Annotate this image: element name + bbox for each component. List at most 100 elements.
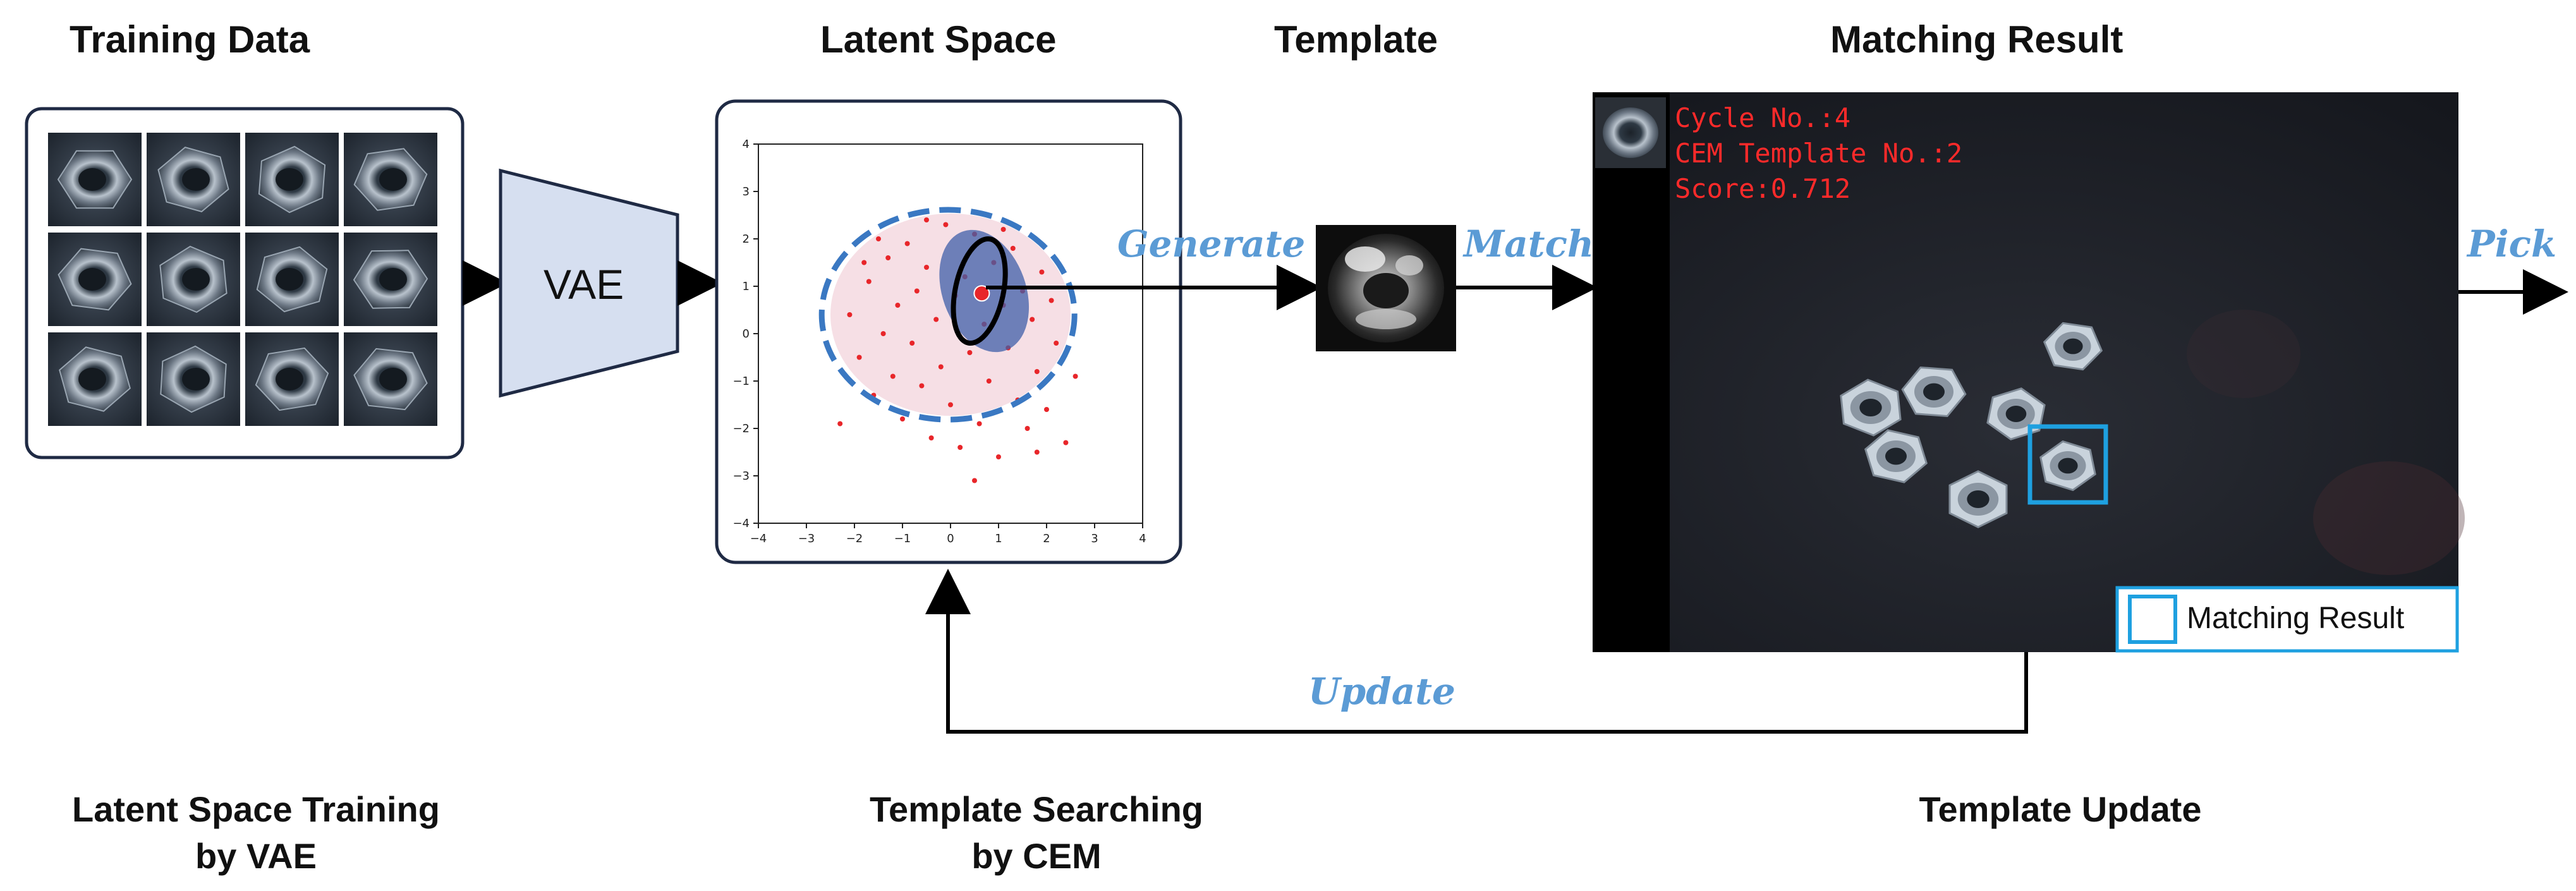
y-tick-label: 0 [743, 327, 750, 341]
x-tick-label: −2 [846, 532, 863, 545]
scatter-point [972, 478, 977, 483]
scatter-point [928, 435, 934, 440]
y-tick-label: 3 [743, 185, 750, 198]
x-tick-label: 0 [947, 532, 954, 545]
x-tick-label: 3 [1091, 532, 1098, 545]
caption-latent-training-line1: Latent Space Training [72, 789, 440, 829]
overlay-cem-template: CEM Template No.:2 [1675, 138, 1963, 169]
scatter-point [1063, 440, 1069, 446]
scene-nut [1901, 366, 1967, 418]
training-thumbnail [245, 133, 339, 226]
cem-dashed-boundary [818, 207, 1078, 423]
scatter-point [1044, 407, 1049, 412]
cem-selected-ellipse [951, 236, 1008, 346]
title-template: Template [1274, 18, 1438, 61]
scene-nut [1948, 470, 2008, 528]
scatter-point [914, 288, 920, 294]
cem-mean-point [973, 285, 990, 302]
scatter-point [1000, 227, 1006, 232]
training-thumbnail [147, 233, 240, 326]
y-tick-label: 2 [743, 233, 750, 246]
scatter-point [1034, 369, 1040, 374]
scatter-point [948, 402, 953, 408]
scatter-point [876, 236, 881, 241]
scatter-point [1054, 341, 1059, 346]
training-thumbnail [147, 332, 240, 426]
scene-nut [1840, 379, 1902, 437]
scatter-point [996, 454, 1001, 459]
x-tick-label: −3 [798, 532, 815, 545]
training-thumbnail-grid [48, 133, 437, 426]
vae-label: VAE [544, 261, 624, 308]
y-tick-label: −3 [732, 470, 750, 483]
scatter-point [1024, 426, 1030, 431]
scatter-point [924, 217, 929, 222]
y-tick-label: 4 [743, 138, 750, 151]
x-tick-label: 2 [1043, 532, 1050, 545]
training-thumbnail [48, 133, 142, 226]
scatter-point [1010, 246, 1016, 251]
training-thumbnail [48, 233, 142, 326]
y-tick-label: −1 [732, 375, 750, 388]
training-thumbnail [245, 332, 339, 426]
scatter-point [847, 312, 853, 317]
training-thumbnail [344, 332, 437, 426]
x-tick-label: 4 [1139, 532, 1146, 545]
match-bounding-box [2027, 424, 2108, 505]
label-update: Update [1308, 670, 1455, 713]
caption-latent-training: Latent Space Training by VAE [25, 786, 487, 880]
training-thumbnail [344, 133, 437, 226]
caption-template-searching-line2: by CEM [971, 836, 1102, 876]
scatter-point [976, 421, 982, 427]
matching-result-image [1593, 92, 2465, 653]
scatter-point [1039, 269, 1045, 275]
arrow-update [925, 569, 2028, 734]
scatter-point [861, 260, 867, 265]
scatter-point [1048, 298, 1054, 303]
y-tick-label: 1 [743, 280, 750, 293]
scatter-point [967, 350, 973, 355]
caption-template-update: Template Update [1919, 789, 2202, 829]
legend-label: Matching Result [2187, 602, 2405, 635]
label-generate: Generate [1117, 222, 1306, 265]
scene-nut [1864, 429, 1928, 483]
scatter-point [938, 364, 944, 370]
x-tick-label: 1 [995, 532, 1002, 545]
title-training-data: Training Data [70, 18, 310, 61]
training-thumbnail [48, 332, 142, 426]
scatter-point [895, 303, 901, 308]
training-thumbnail [147, 133, 240, 226]
scene-nut [2039, 440, 2096, 492]
training-thumbnail [245, 233, 339, 326]
scatter-point [909, 341, 915, 346]
scatter-point [866, 279, 872, 284]
scatter-point [904, 241, 910, 246]
scatter-point [885, 255, 891, 260]
scatter-point [924, 265, 929, 270]
scatter-point [919, 383, 925, 389]
scatter-point [933, 317, 939, 322]
caption-template-searching: Template Searching by CEM [777, 786, 1296, 880]
y-tick-label: −4 [732, 517, 750, 530]
scatter-point [1030, 317, 1035, 322]
overlay-score: Score:0.712 [1675, 173, 1851, 204]
scatter-point [900, 416, 905, 421]
overlay-cycle: Cycle No.:4 [1675, 102, 1851, 133]
template-image [1316, 225, 1456, 351]
legend-swatch [2128, 595, 2177, 644]
title-matching-result: Matching Result [1830, 18, 2123, 61]
scatter-point [986, 379, 992, 384]
x-tick-label: −1 [894, 532, 911, 545]
vae-block [499, 168, 679, 398]
scatter-point [1072, 373, 1078, 379]
scatter-point [1034, 449, 1040, 455]
scatter-point [856, 355, 862, 360]
training-thumbnail [344, 233, 437, 326]
scatter-point [890, 373, 896, 379]
title-latent-space: Latent Space [820, 18, 1057, 61]
y-tick-label: −2 [732, 422, 750, 435]
caption-latent-training-line2: by VAE [195, 836, 317, 876]
scatter-point [880, 331, 886, 336]
